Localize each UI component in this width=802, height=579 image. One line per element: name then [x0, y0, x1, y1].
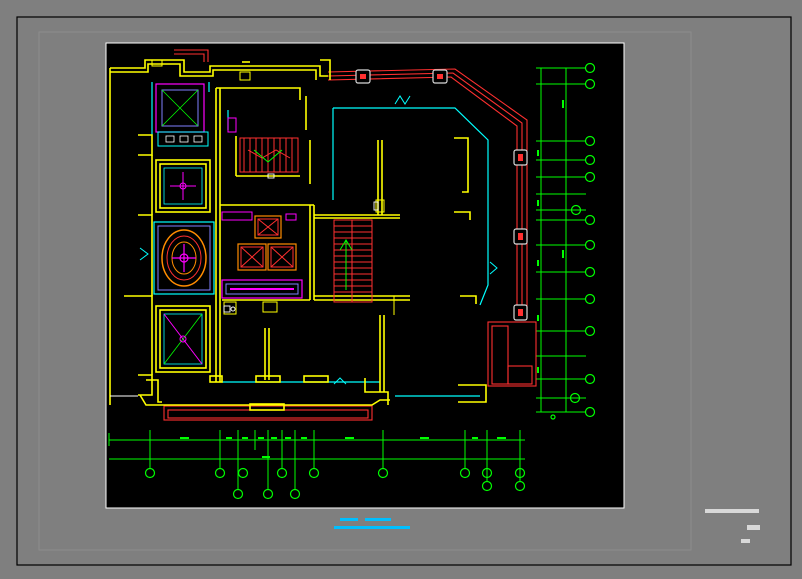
elevator-icon	[237, 215, 297, 271]
dimension-text-marks	[180, 100, 564, 458]
exterior-railing	[163, 49, 537, 421]
stair-arrow	[253, 149, 353, 290]
chandelier-icon	[153, 221, 215, 295]
sheet-outer-border	[16, 16, 792, 566]
column-core	[360, 74, 523, 316]
title-marks	[334, 509, 760, 543]
furniture	[221, 117, 303, 299]
window-marks	[139, 95, 498, 385]
ceiling-panel-top	[155, 83, 209, 147]
fixtures	[110, 173, 379, 397]
axis-bubble-icon	[550, 62, 596, 420]
walls	[109, 59, 487, 411]
sheet-inner-border	[38, 31, 692, 551]
axis-bubble-icon	[144, 467, 526, 500]
stair-icon	[239, 137, 373, 303]
ceiling-panel-bottom	[163, 313, 203, 365]
glass-curtain-wall	[151, 82, 489, 397]
ceiling-panel-2	[163, 167, 203, 205]
dimension-lines	[108, 67, 586, 490]
